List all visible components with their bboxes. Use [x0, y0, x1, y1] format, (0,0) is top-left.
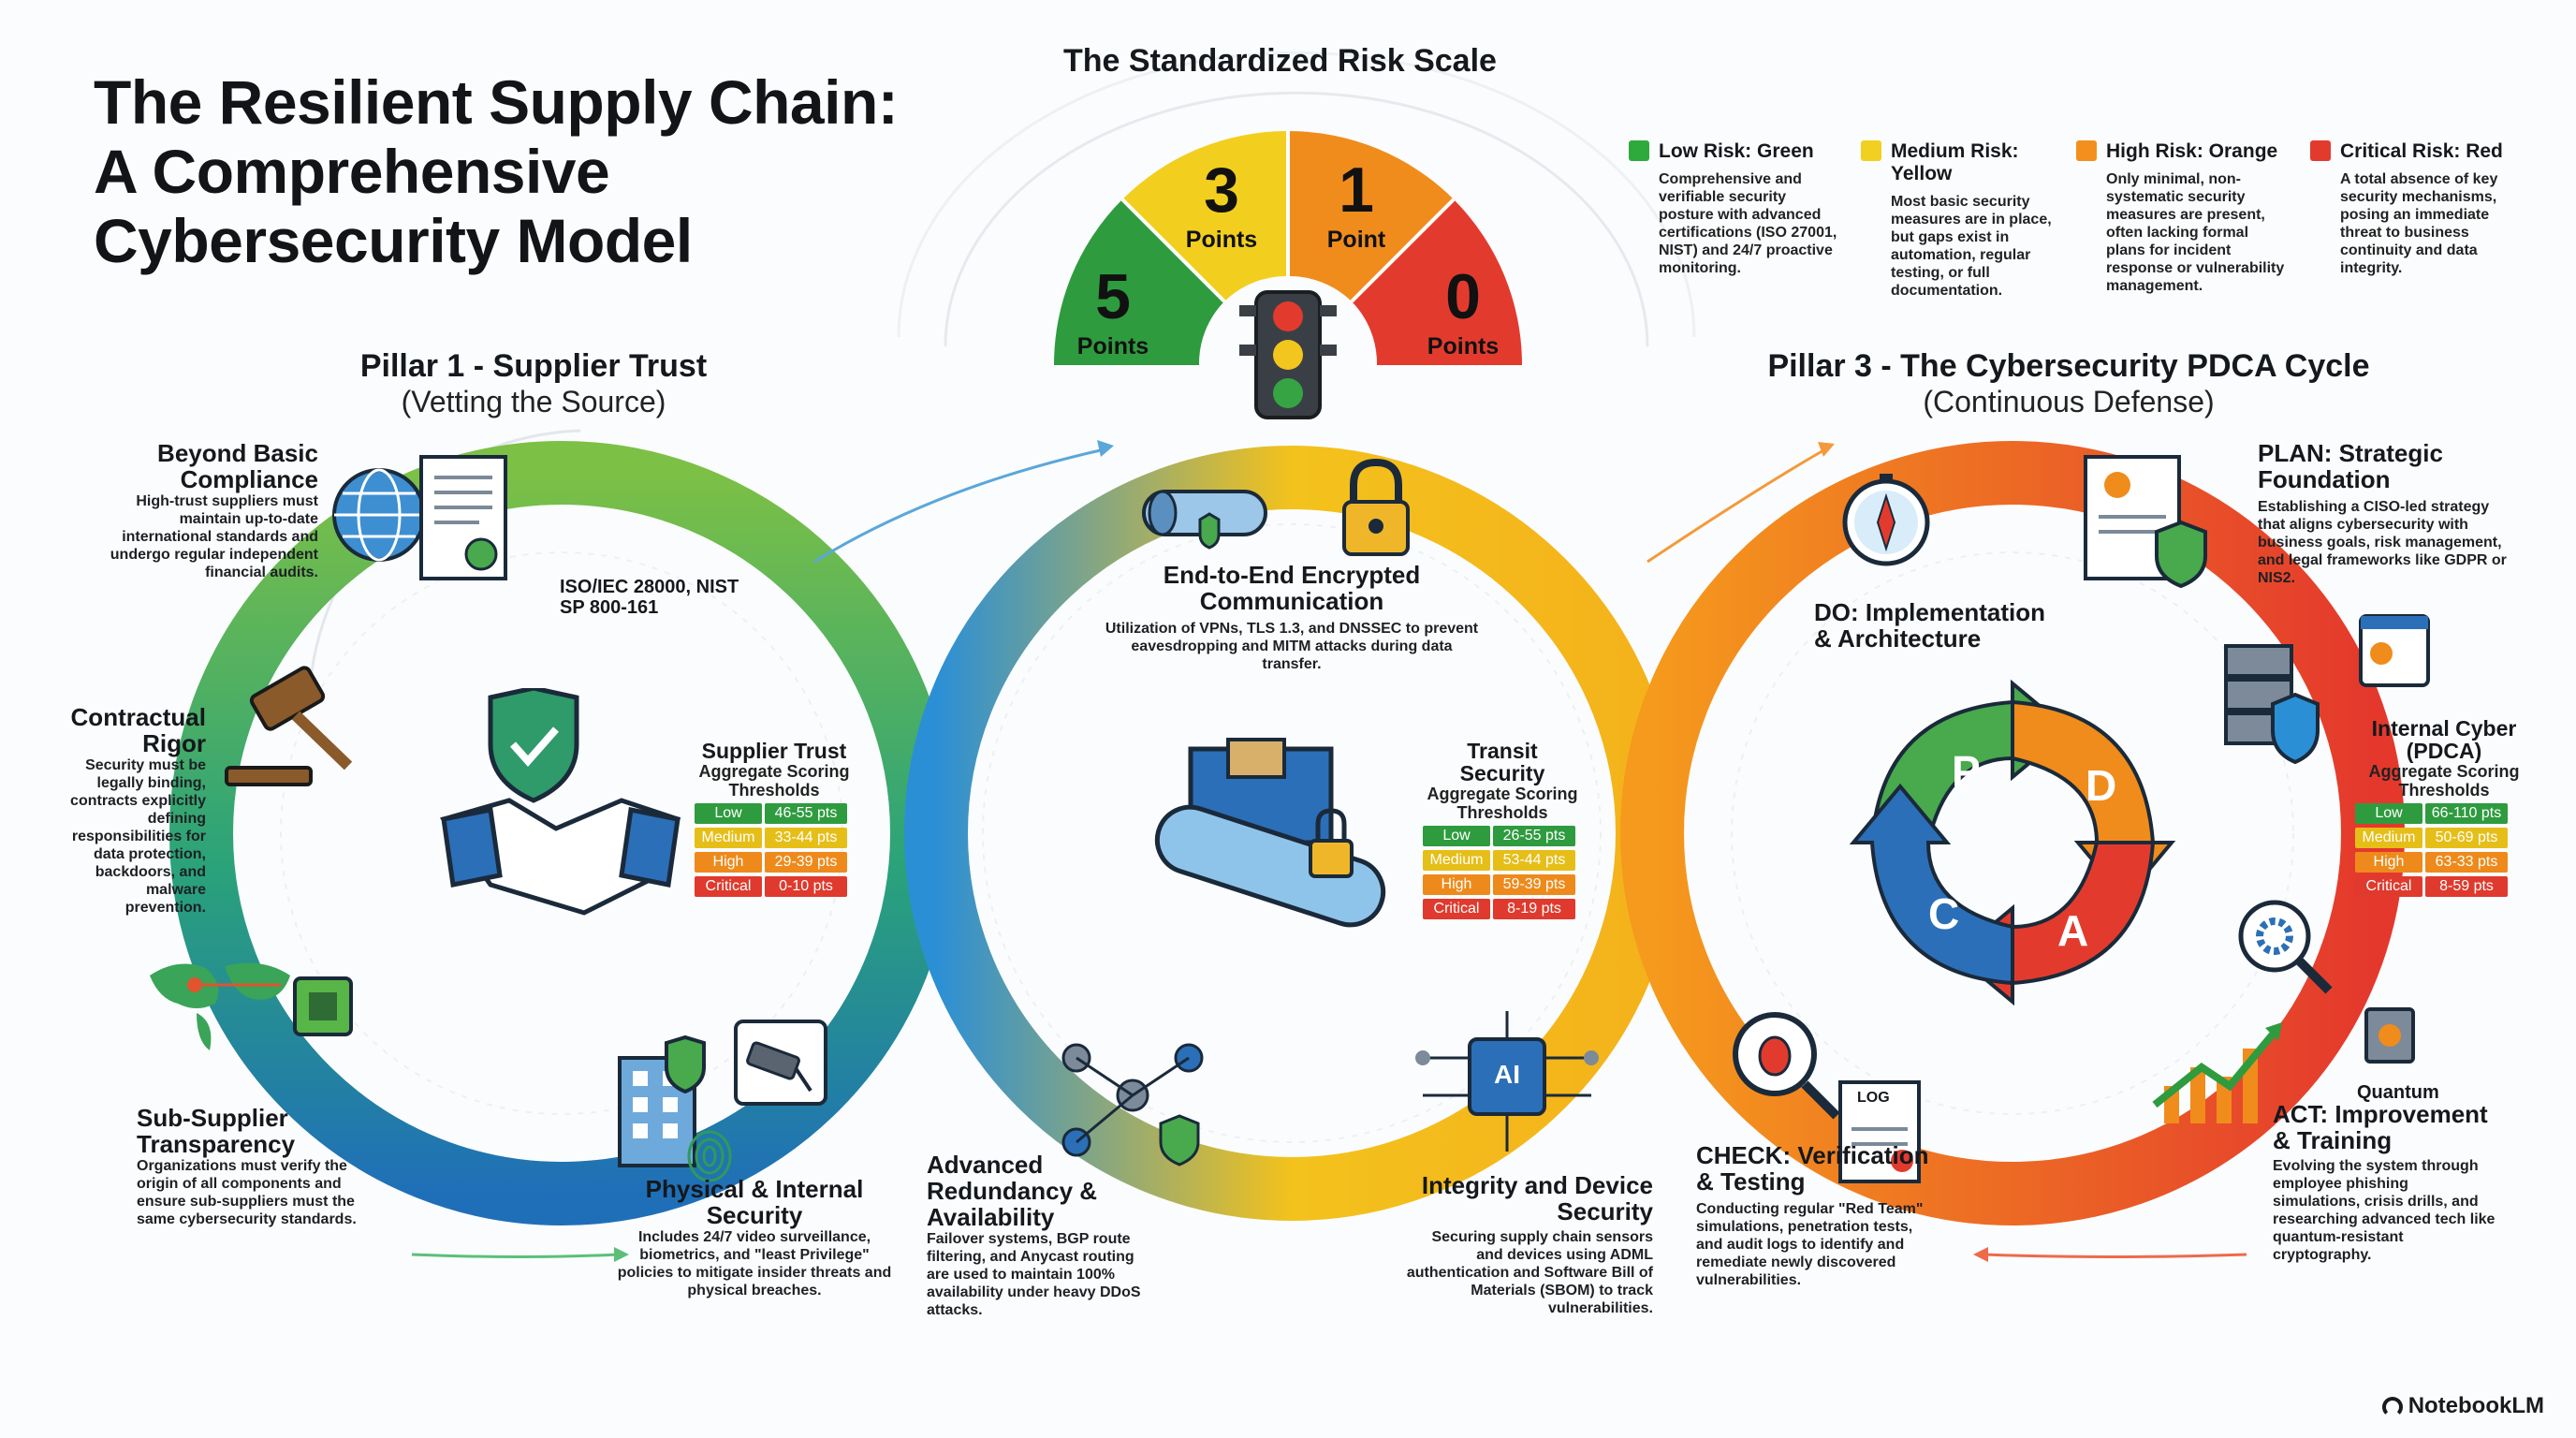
scale-seg-5: 5 Points: [1076, 261, 1149, 360]
check-verification: CHECK: Verification & Testing Conducting…: [1696, 1141, 1929, 1288]
server-shield-icon: [2224, 644, 2320, 765]
pillar3-header: Pillar 3 - The Cybersecurity PDCA Cycle …: [1767, 348, 2370, 418]
ai-chip-icon: [1415, 1011, 1599, 1152]
legend-critical: Critical Risk: Red A total absence of ke…: [2310, 140, 2525, 277]
pillar1-header: Pillar 1 - Supplier Trust (Vetting the S…: [359, 348, 708, 418]
transit-security-table: Transit Security Aggregate Scoring Thres…: [1423, 740, 1582, 919]
notebooklm-logo-icon: [2381, 1396, 2403, 1417]
risk-scale-gauge: [1053, 130, 1523, 365]
building-icon: [618, 1034, 706, 1167]
end-to-end-encryption: End-to-End Encrypted Communication Utili…: [1105, 561, 1479, 672]
compass-icon: [1842, 474, 1930, 566]
document-shield-icon: [2084, 455, 2207, 589]
gear-magnifier-icon: [2238, 900, 2333, 994]
scale-seg-3: 3 Points: [1185, 154, 1258, 253]
fingerprint-icon: [687, 1130, 732, 1182]
pdca-cycle-icon: P D C A: [1849, 679, 2176, 1006]
legend-low: Low Risk: Green Comprehensive and verifi…: [1629, 140, 1844, 277]
pdca-letter-a: A: [2057, 906, 2088, 955]
advanced-redundancy: Advanced Redundancy & Availability Failo…: [927, 1151, 1141, 1318]
legend-medium: Medium Risk: Yellow Most basic security …: [1861, 140, 2076, 300]
bug-magnifier-icon: [1733, 1012, 1840, 1120]
legend-high: High Risk: Orange Only minimal, non-syst…: [2076, 140, 2291, 295]
standards-label: ISO/IEC 28000, NIST SP 800-161: [560, 577, 739, 618]
legend-swatch: [2076, 140, 2097, 161]
log-label: LOG: [1857, 1090, 1890, 1106]
pdca-letter-d: D: [2086, 761, 2116, 810]
certificate-icon: [419, 455, 507, 580]
pipe-icon: [1142, 490, 1267, 550]
chip-icon: [293, 976, 353, 1036]
scale-seg-1: 1 Point: [1326, 154, 1386, 253]
cctv-icon: [734, 1020, 827, 1106]
page-title: The Resilient Supply Chain: A Comprehens…: [94, 67, 899, 275]
legend-swatch: [1629, 140, 1649, 161]
internal-cyber-table: Internal Cyber (PDCA) Aggregate Scoring …: [2355, 717, 2533, 897]
world-map-icon: [150, 962, 290, 1050]
quantum-chip-icon: [2364, 1007, 2415, 1064]
shipping-container-icon: [1154, 738, 1386, 928]
plan-strategic-foundation: PLAN: Strategic Foundation Establishing …: [2258, 439, 2507, 586]
quantum-label: Quantum: [2357, 1082, 2439, 1103]
legend-swatch: [1861, 140, 1881, 161]
integrity-device-security: Integrity and Device Security Securing s…: [1406, 1171, 1653, 1316]
notebooklm-brand: NotebookLM: [2381, 1393, 2544, 1419]
legend-swatch: [2310, 140, 2331, 161]
supplier-trust-table: Supplier Trust Aggregate Scoring Thresho…: [695, 740, 854, 897]
risk-scale-title: The Standardized Risk Scale: [1063, 43, 1497, 79]
do-implementation: DO: Implementation & Architecture: [1814, 598, 2046, 653]
contractual-rigor: Contractual Rigor Security must be legal…: [70, 703, 206, 916]
pdca-letter-p: P: [1952, 747, 1981, 796]
network-icon: [1061, 1043, 1204, 1167]
globe-icon: [332, 468, 426, 562]
ai-label: AI: [1494, 1060, 1520, 1089]
log-file-icon: [1838, 1080, 1921, 1183]
growth-chart-icon: [2152, 1022, 2282, 1123]
dashboard-icon: [2359, 614, 2430, 687]
pdca-letter-c: C: [1928, 889, 1959, 938]
handshake-icon: [439, 688, 681, 916]
physical-internal-security: Physical & Internal Security Includes 24…: [617, 1175, 892, 1299]
traffic-light-icon: [1239, 290, 1337, 419]
sub-supplier-transparency: Sub-Supplier Transparency Organizations …: [137, 1104, 357, 1227]
beyond-compliance: Beyond Basic Compliance High-trust suppl…: [110, 439, 318, 580]
scale-seg-0: 0 Points: [1427, 261, 1500, 360]
gavel-icon: [225, 666, 353, 786]
act-improvement: ACT: Improvement & Training Evolving the…: [2273, 1100, 2496, 1263]
lock-icon: [1342, 458, 1410, 556]
